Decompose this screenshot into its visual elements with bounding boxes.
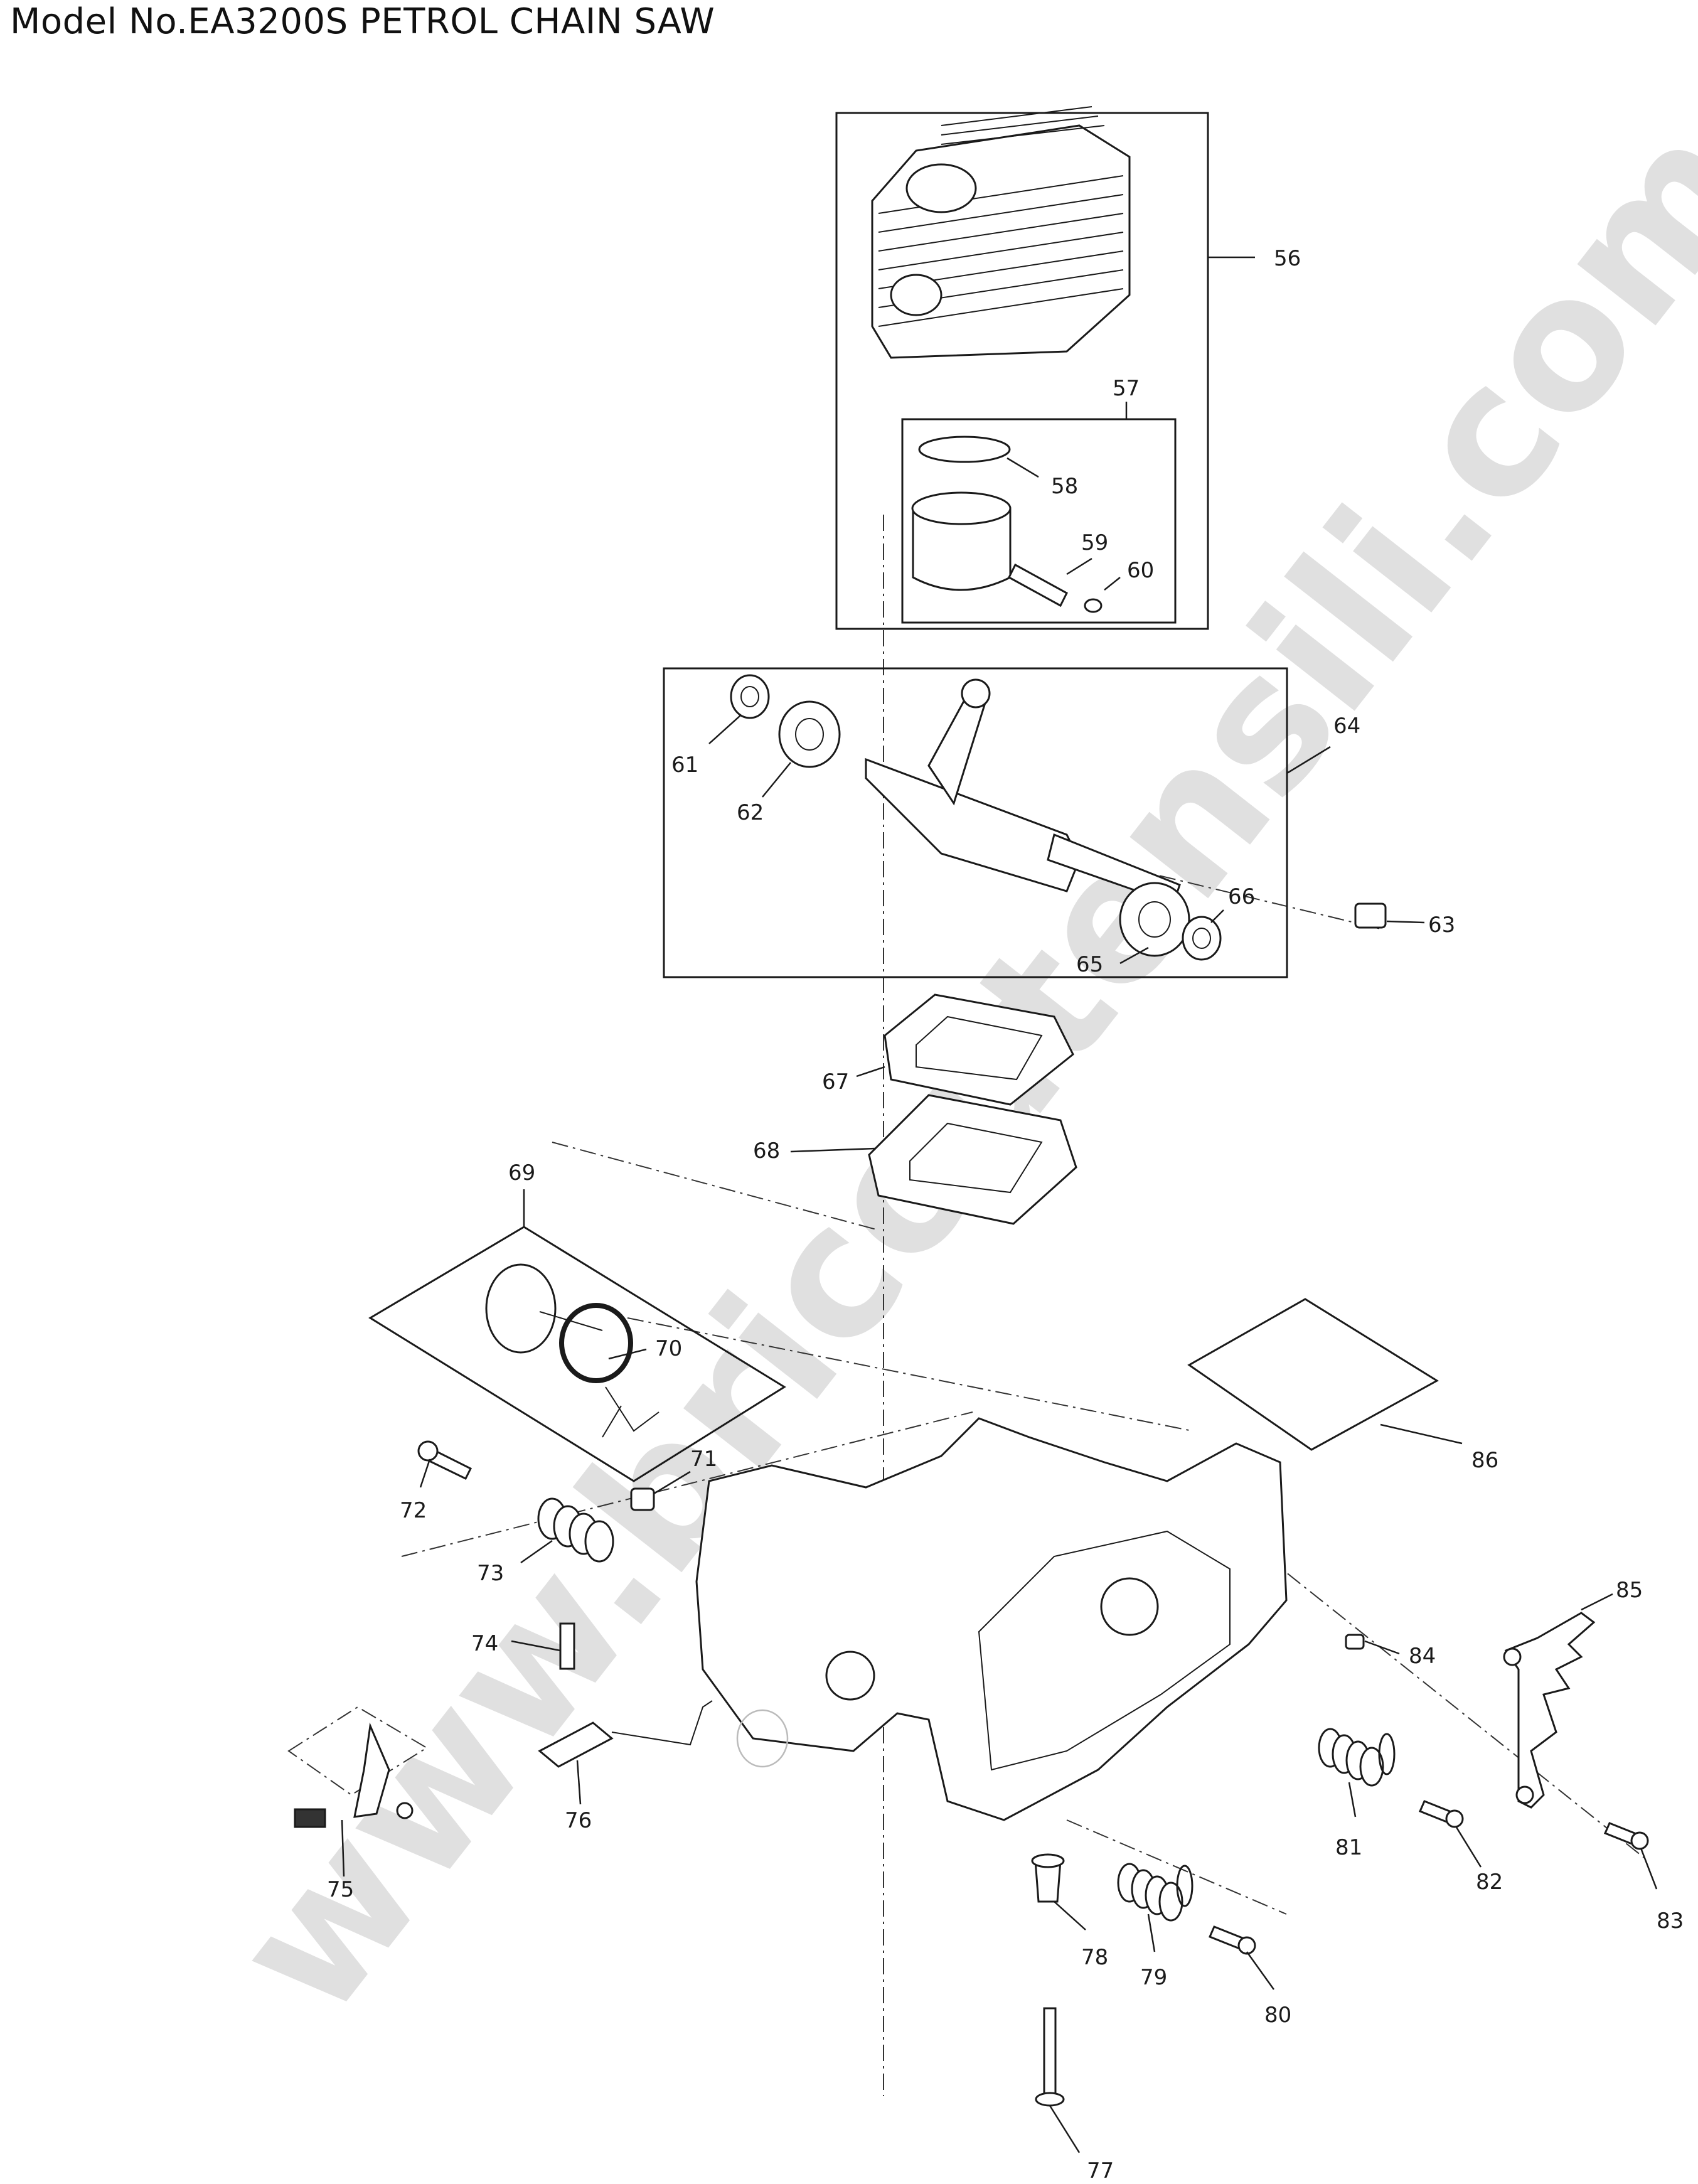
screw-77-part: [1035, 2007, 1065, 2107]
callout-63: 63: [1428, 913, 1455, 938]
bolt-82-part: [1419, 1800, 1464, 1828]
piston-group-box: [901, 418, 1177, 624]
callout-67: 67: [822, 1069, 849, 1095]
callout-75: 75: [327, 1877, 354, 1902]
callout-80: 80: [1264, 2003, 1291, 2028]
callout-76: 76: [565, 1808, 592, 1833]
callout-79: 79: [1140, 1965, 1167, 1990]
callout-72: 72: [400, 1498, 427, 1523]
callout-84: 84: [1409, 1644, 1436, 1669]
pin-84-part: [1345, 1634, 1365, 1650]
spring-81-part: [1318, 1728, 1396, 1787]
diagram-title: Model No.EA3200S PETROL CHAIN SAW: [10, 1, 715, 42]
callout-78: 78: [1081, 1945, 1108, 1970]
plug-71-part: [630, 1487, 655, 1511]
oil-pump-part: [485, 1263, 659, 1438]
lever-75-part: [294, 1722, 414, 1828]
bolt-80-part: [1209, 1925, 1256, 1955]
crankcase-part: [868, 1094, 1077, 1225]
callout-85: 85: [1616, 1578, 1643, 1603]
callout-60: 60: [1127, 558, 1154, 583]
bolt-83-part: [1604, 1822, 1649, 1850]
callout-70: 70: [655, 1336, 682, 1361]
callout-71: 71: [690, 1447, 717, 1472]
spring-73-part: [537, 1497, 614, 1563]
callout-62: 62: [737, 800, 764, 825]
piston-pin-part: [1008, 563, 1068, 608]
cylinder-group-box: [835, 112, 1209, 630]
bumper-spike-85-part: [1503, 1612, 1596, 1809]
circlip-part: [1084, 598, 1103, 613]
needle-bearing-part: [1354, 902, 1387, 929]
callout-69: 69: [508, 1160, 535, 1186]
crankshaft-group-box: [663, 667, 1288, 978]
callout-57: 57: [1113, 376, 1140, 401]
callout-74: 74: [471, 1631, 498, 1656]
gasket-part: [884, 993, 1074, 1106]
cylinder-part: [871, 106, 1131, 359]
o-ring-part: [559, 1303, 633, 1383]
callout-77: 77: [1087, 2158, 1114, 2183]
bolt-72-part: [417, 1440, 473, 1480]
callout-68: 68: [753, 1138, 780, 1164]
callout-86: 86: [1471, 1448, 1498, 1473]
bearing-part: [778, 700, 1190, 957]
main-housing-part: [695, 1417, 1288, 1821]
guide-plate-part: [1187, 1298, 1439, 1451]
oil-seal-part: [730, 674, 1222, 961]
callout-56: 56: [1274, 246, 1301, 271]
stopper-74-part: [559, 1622, 575, 1670]
callout-73: 73: [477, 1561, 504, 1586]
spring-79-part: [1117, 1863, 1193, 1922]
callout-59: 59: [1081, 530, 1108, 555]
callout-64: 64: [1333, 714, 1360, 739]
piston-ring-part: [918, 436, 1011, 463]
leader-lines: [341, 256, 1658, 2153]
callout-58: 58: [1051, 474, 1078, 499]
oil-pump-group-box: [368, 1226, 786, 1482]
callout-66: 66: [1228, 884, 1255, 909]
callout-81: 81: [1335, 1835, 1362, 1860]
callout-65: 65: [1076, 952, 1103, 977]
piston-part: [911, 491, 1012, 591]
sleeve-78-part: [1031, 1853, 1065, 1903]
wire-76-part: [538, 1700, 713, 1768]
callout-61: 61: [671, 752, 698, 778]
callout-83: 83: [1657, 1908, 1684, 1934]
callout-82: 82: [1476, 1870, 1503, 1895]
